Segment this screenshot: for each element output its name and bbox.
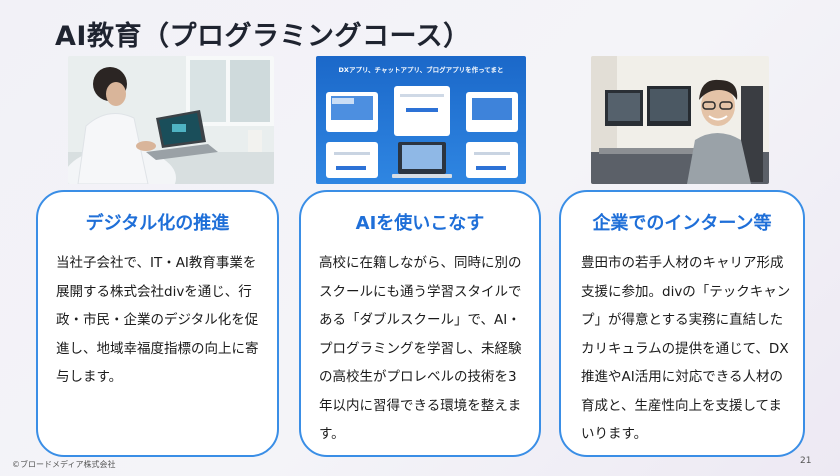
- photo-laptop-worker: [68, 56, 274, 184]
- card-body: 豊田市の若手人材のキャリア形成支援に参加。divの「テックキャンプ」が得意とする…: [581, 255, 791, 442]
- app-screens-illustration: [326, 86, 518, 178]
- banner-caption: DXアプリ、チャットアプリ、ブログアプリを作ってまと: [338, 66, 504, 74]
- copyright-footer: ©ブロードメディア株式会社: [12, 460, 116, 469]
- card-heading: 企業でのインターン等: [592, 213, 772, 234]
- card-body: 当社子会社で、IT・AI教育事業を展開する株式会社divを通じ、行政・市民・企業…: [56, 255, 259, 385]
- photo-app-banner: DXアプリ、チャットアプリ、ブログアプリを作ってまと: [316, 56, 526, 184]
- card-digitalization: デジタル化の推進 当社子会社で、IT・AI教育事業を展開する株式会社divを通じ…: [36, 190, 279, 457]
- photo-developer: [591, 56, 769, 184]
- page-number: 21: [800, 456, 812, 466]
- card-body: 高校に在籍しながら、同時に別のスクールにも通う学習スタイルである「ダブルスクール…: [319, 255, 522, 442]
- developer-illustration: [591, 56, 769, 184]
- laptop-worker-illustration: [68, 56, 274, 184]
- card-heading: AIを使いこなす: [355, 213, 485, 234]
- card-internship: 企業でのインターン等 豊田市の若手人材のキャリア形成支援に参加。divの「テック…: [559, 190, 805, 457]
- card-ai-mastery: AIを使いこなす 高校に在籍しながら、同時に別のスクールにも通う学習スタイルであ…: [299, 190, 541, 457]
- slide-title: AI教育（プログラミングコース）: [55, 21, 471, 52]
- card-heading: デジタル化の推進: [85, 213, 230, 234]
